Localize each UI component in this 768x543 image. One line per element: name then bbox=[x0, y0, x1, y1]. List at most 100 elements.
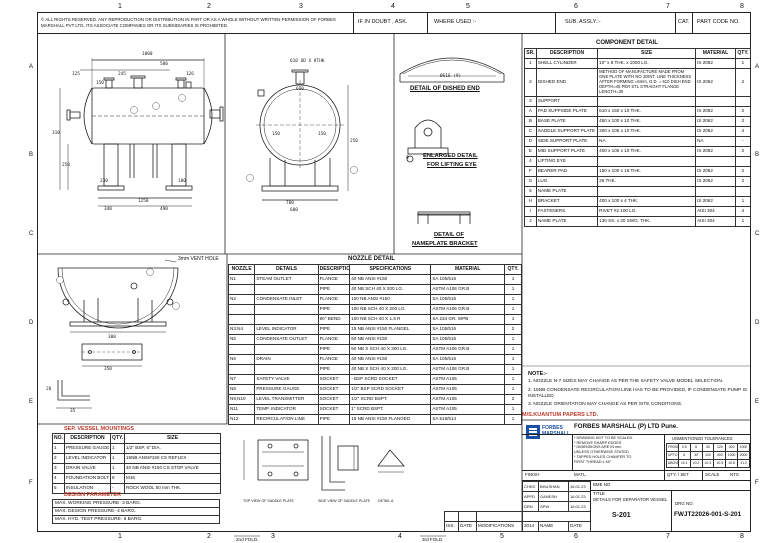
table-cell: DRN bbox=[522, 501, 539, 512]
title-value: DETAILS FOR SEPARATOR VESSEL bbox=[593, 497, 668, 502]
table-cell: 1 bbox=[504, 294, 522, 305]
dimension-label: 310 bbox=[52, 131, 60, 136]
table-cell: N11 bbox=[227, 404, 256, 415]
table-cell: BRACKET bbox=[535, 196, 599, 207]
table-cell: 150 x 100 x 16 THK. bbox=[597, 166, 697, 177]
table-cell: J bbox=[524, 216, 537, 227]
design-parameter: MAX. HYD. TEST PRESSURE- 6 BARG. bbox=[55, 517, 143, 522]
row-label: B bbox=[755, 152, 760, 158]
table-cell: 1 bbox=[504, 414, 522, 425]
table-cell bbox=[695, 156, 736, 167]
note-item: 2. 15NB CONDENSATE RECIRCULATION LINE HA… bbox=[528, 388, 748, 399]
table-cell: 2 bbox=[52, 453, 65, 464]
dimension-label: 35 bbox=[70, 409, 76, 414]
copyright-notice: © ALL RIGHTS RESERVED. ANY REPRODUCTION … bbox=[41, 17, 336, 28]
sheet-number: S-201 bbox=[612, 512, 631, 519]
table-cell: 6 bbox=[677, 451, 691, 460]
header-strip: © ALL RIGHTS RESERVED. ANY REPRODUCTION … bbox=[37, 12, 751, 34]
table-cell: E bbox=[524, 146, 537, 157]
table-cell: SA 516/514 bbox=[430, 414, 506, 425]
table-cell bbox=[695, 186, 736, 197]
dimension-label: 126 bbox=[186, 72, 194, 77]
table-cell: PIPE bbox=[317, 304, 351, 315]
table-cell: 40 NB ANSI #150 bbox=[349, 274, 432, 285]
table-cell bbox=[734, 186, 752, 197]
table-cell: SOCKET bbox=[317, 394, 351, 405]
table-cell: ABOVE bbox=[666, 459, 679, 468]
table-cell: 300 x 105 x 10 THK. bbox=[597, 126, 697, 137]
table-cell: 2 bbox=[734, 146, 752, 157]
table-cell: NAME PLATE bbox=[535, 216, 599, 227]
column-label: 8 bbox=[740, 3, 744, 10]
table-cell: SOCKET bbox=[317, 384, 351, 395]
table-cell: ROCK WOOL 50 mm THK. bbox=[124, 483, 221, 494]
dimension-label: ØS16 (9) bbox=[440, 74, 462, 79]
table-cell: TEMP. INDICATOR bbox=[254, 404, 319, 415]
table-header-row: NOZZLEDETAILSDESCRIPTIONSPECIFICATIONSMA… bbox=[227, 264, 522, 275]
company-name: FORBES MARSHALL (P) LTD Pune. bbox=[574, 423, 678, 430]
column-header: DESCRIPTION bbox=[317, 264, 351, 275]
view-title: FOR LIFTING EYE bbox=[427, 162, 477, 168]
dimension-label: 1250 bbox=[138, 199, 149, 204]
row-label: E bbox=[755, 399, 760, 405]
dimension-label: 150 bbox=[318, 132, 326, 137]
table-cell: 6 bbox=[689, 443, 703, 452]
table-cell: 1 bbox=[504, 304, 522, 315]
dimension-label: 150 bbox=[272, 132, 280, 137]
table-cell: METHOD OF MANUFACTURE MADE FROM ONE PLAT… bbox=[597, 68, 697, 97]
table-cell: GANESH bbox=[538, 491, 569, 502]
drawing-note: UNLESS OTHERWISE STATED bbox=[574, 450, 629, 455]
table-cell: ±0.8 bbox=[725, 459, 739, 468]
table-cell: 90° BEND bbox=[317, 314, 351, 325]
table-cell: MID SUPPORT PLATE bbox=[535, 146, 599, 157]
revision-header: ISS. bbox=[444, 521, 459, 532]
column-header: SIZE bbox=[124, 433, 221, 444]
table-cell: A bbox=[524, 106, 537, 117]
column-label: 4 bbox=[398, 533, 402, 540]
table-cell: 4 bbox=[524, 156, 537, 167]
table-cell: PIPE bbox=[317, 284, 351, 295]
table-cell: IS 2062 bbox=[695, 106, 736, 117]
table-cell: 10" x 8 THK. x 1000 LG. bbox=[597, 58, 697, 69]
table-cell: 1 bbox=[504, 314, 522, 325]
table-cell: 100 NB SCH 40 X 1.5 R bbox=[349, 314, 432, 325]
table-cell: SPW bbox=[538, 501, 569, 512]
table-cell bbox=[695, 96, 736, 107]
table-cell: 1" SCRD BSPT. bbox=[349, 404, 432, 415]
table-cell: 1 bbox=[734, 58, 752, 69]
table-cell: LEVEL INDICATOR bbox=[64, 453, 111, 464]
table-cell: 120 bbox=[701, 451, 715, 460]
table-cell: M16 bbox=[124, 473, 221, 484]
table-cell: 1/2" BSP SCRD SOCKET bbox=[349, 384, 432, 395]
table-cell: LEVEL TRANSMITTER bbox=[254, 394, 319, 405]
drawing-notes: * DRAWING NOT TO BE SCALED. * REMOVE SHA… bbox=[574, 436, 664, 464]
dimension-label: 100 bbox=[178, 179, 186, 184]
table-cell: 4 bbox=[52, 473, 65, 484]
column-label: 6 bbox=[574, 533, 578, 540]
table-cell: IS 2062 bbox=[695, 126, 736, 137]
revision-sign-table: 2014 NAME DATE bbox=[522, 521, 591, 532]
table-cell: 610 x 150 x 10 THK. bbox=[597, 106, 697, 117]
table-cell bbox=[227, 314, 256, 325]
column-header: DETAILS bbox=[254, 264, 319, 275]
table-cell: BASE PLATE bbox=[535, 116, 599, 127]
table-cell: IS 2062 bbox=[695, 58, 736, 69]
table-cell: ASTM A105 bbox=[430, 394, 506, 405]
table-cell: BEARER PAD bbox=[535, 166, 599, 177]
column-label: 7 bbox=[666, 533, 670, 540]
table-cell: SUPPORT bbox=[535, 96, 599, 107]
